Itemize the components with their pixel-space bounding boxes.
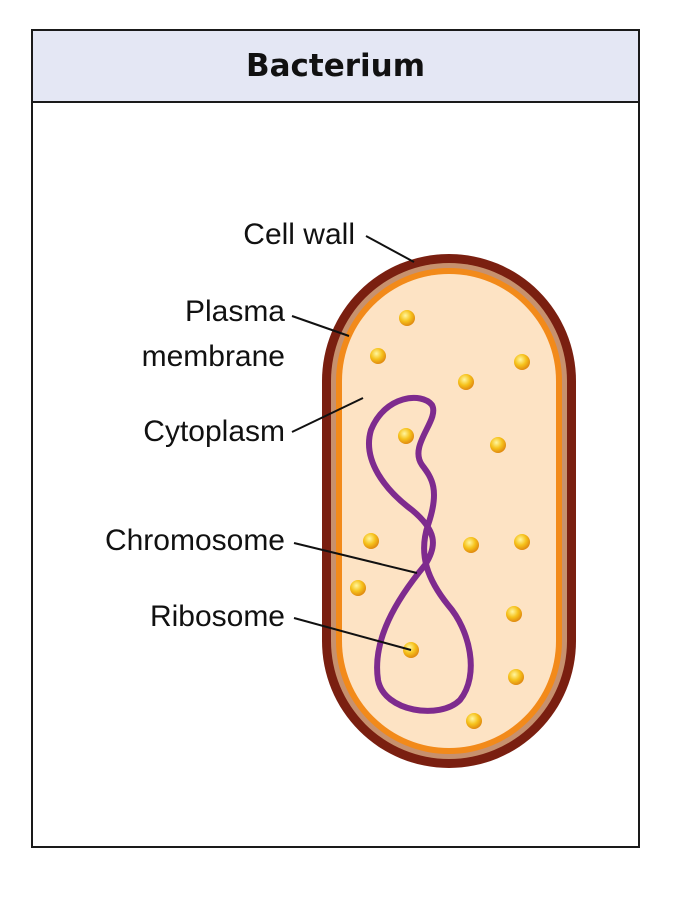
ribosome: [350, 580, 366, 596]
ribosome: [514, 354, 530, 370]
ribosome: [514, 534, 530, 550]
ribosome: [398, 428, 414, 444]
ribosome: [363, 533, 379, 549]
label-cytoplasm: Cytoplasm: [143, 415, 285, 448]
label-plasma-line2: membrane: [141, 340, 285, 373]
leader-cell-wall: [365, 235, 415, 263]
ribosome: [463, 537, 479, 553]
ribosome: [370, 348, 386, 364]
header-bar: Bacterium: [33, 31, 638, 103]
label-chromosome: Chromosome: [104, 524, 285, 557]
diagram-title: Bacterium: [245, 48, 426, 84]
leader-plasma-membrane: [291, 315, 350, 337]
label-cell-wall: Cell wall: [243, 218, 355, 251]
ribosomes: [350, 310, 530, 729]
chromosome: [366, 395, 474, 714]
label-ribosome: Ribosome: [149, 600, 285, 633]
ribosome: [466, 713, 482, 729]
ribosome: [506, 606, 522, 622]
label-plasma-line1: Plasma: [184, 295, 285, 328]
leader-chromosome: [293, 542, 418, 574]
cytoplasm: [342, 274, 556, 748]
leader-cytoplasm: [291, 397, 364, 433]
ribosome: [399, 310, 415, 326]
ribosome: [508, 669, 524, 685]
leader-ribosome: [293, 617, 412, 651]
ribosome: [458, 374, 474, 390]
ribosome: [490, 437, 506, 453]
